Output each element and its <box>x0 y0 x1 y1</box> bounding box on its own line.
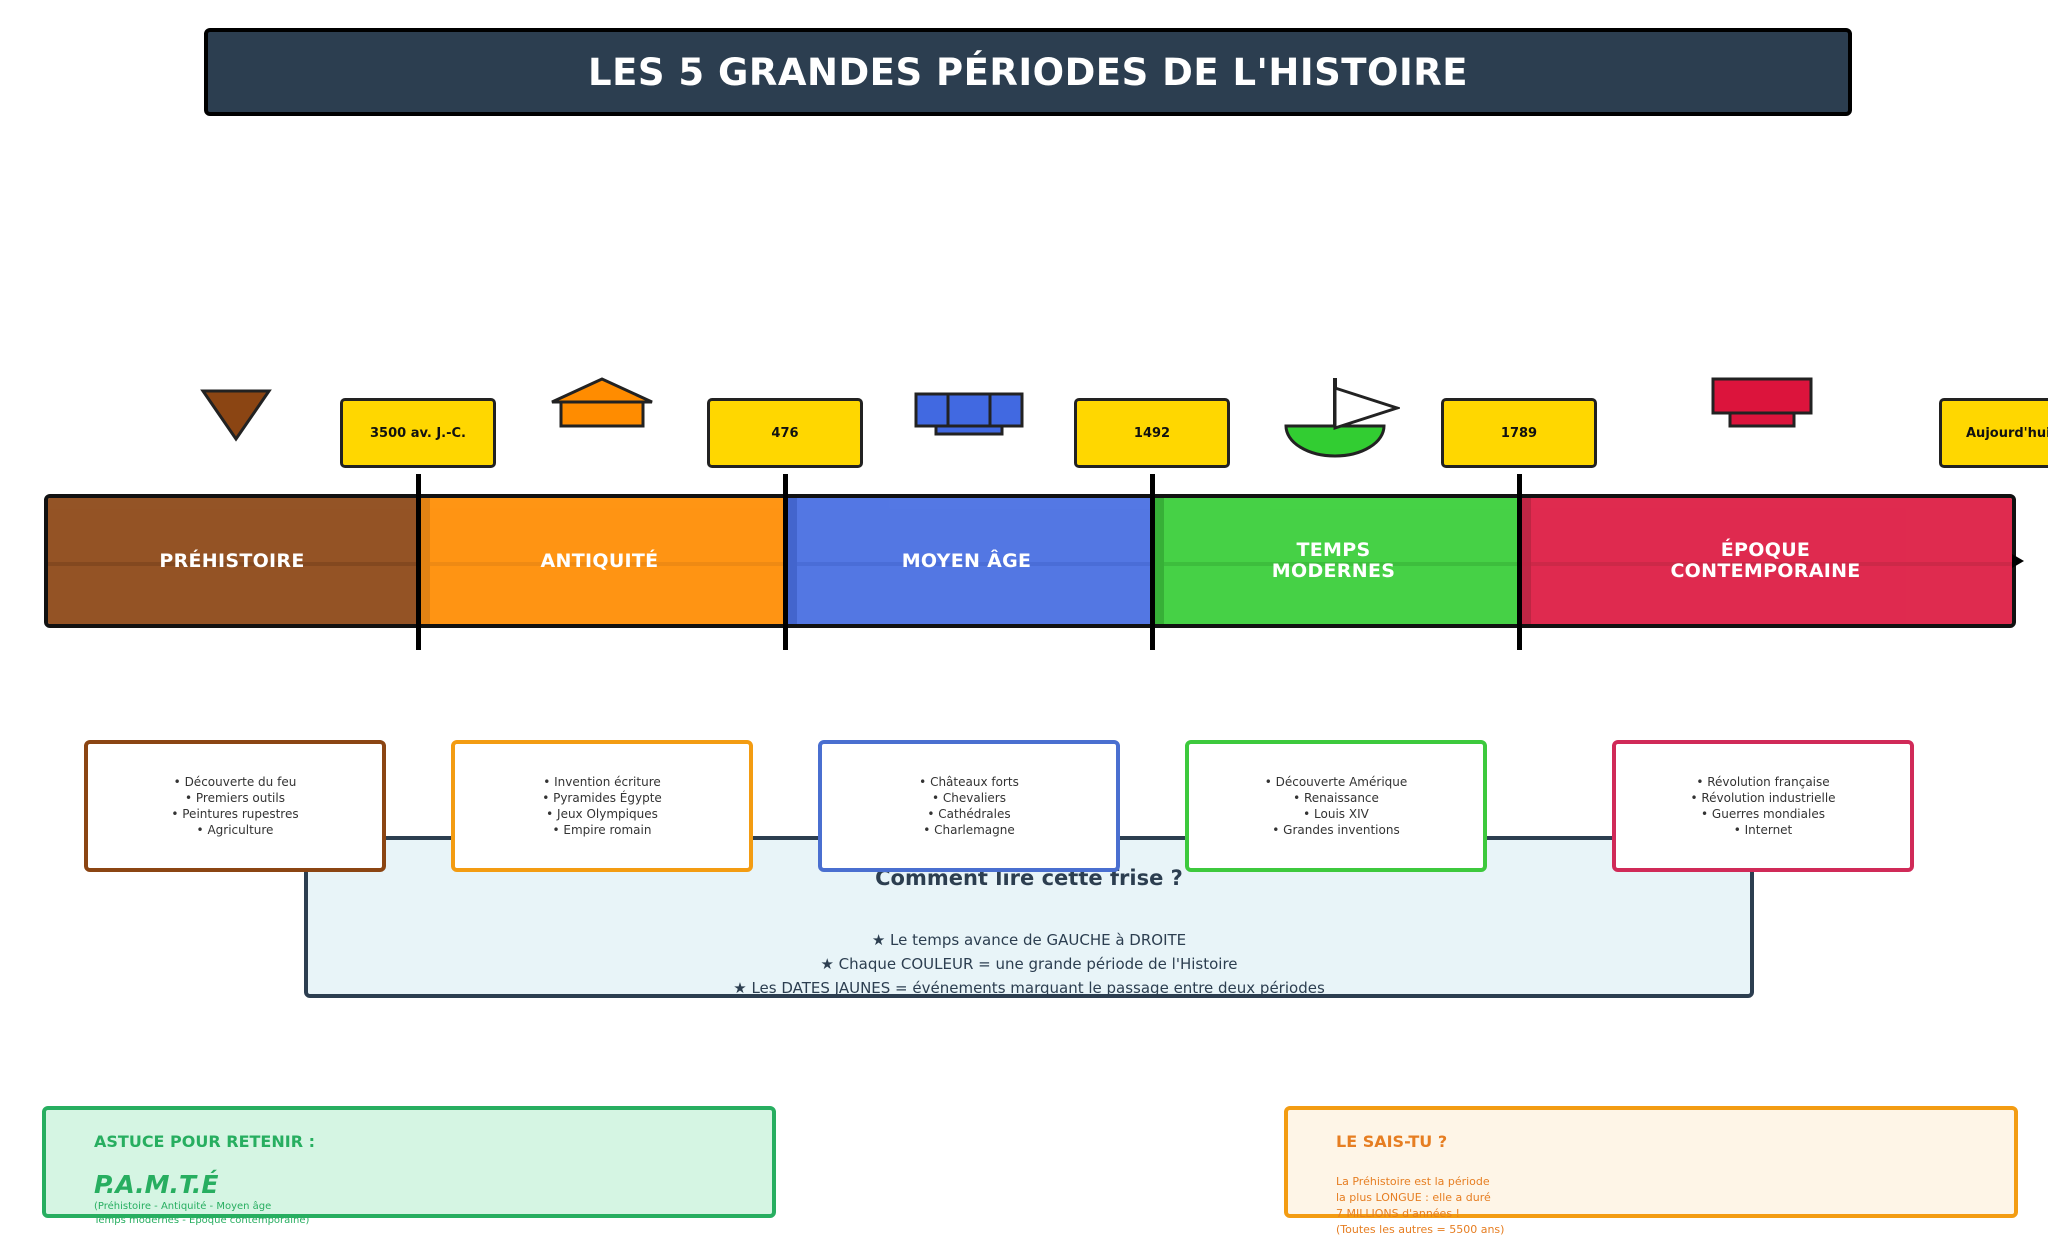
period-info-box-prehistoire: • Découverte du feu • Premiers outils • … <box>84 740 386 872</box>
fun-fact-heading: LE SAIS-TU ? <box>1336 1132 1448 1151</box>
how-to-read-line: ★ Chaque COULEUR = une grande période de… <box>820 955 1238 973</box>
tip-box: ASTUCE POUR RETENIR : P.A.M.T.É (Préhist… <box>42 1106 776 1226</box>
period-info-box-temps-modernes: • Découverte Amérique • Renaissance • Lo… <box>1185 740 1487 872</box>
period-info-box-antiquite: • Invention écriture • Pyramides Égypte … <box>451 740 753 872</box>
period-segment-temps-modernes: TEMPS MODERNES <box>1150 498 1517 624</box>
fact-item: • Cathédrales <box>927 807 1011 821</box>
sailboat-icon <box>1284 378 1400 458</box>
temple-icon <box>551 377 653 428</box>
fact-item: • Découverte Amérique <box>1264 775 1408 789</box>
timeline-arrow-icon <box>2012 554 2024 568</box>
page-title: LES 5 GRANDES PÉRIODES DE L'HISTOIRE <box>588 50 1468 94</box>
period-segment-epoque-contemporaine: ÉPOQUE CONTEMPORAINE <box>1517 498 2012 624</box>
fact-item: • Révolution industrielle <box>1690 791 1836 805</box>
period-segment-antiquite: ANTIQUITÉ <box>416 498 783 624</box>
title-banner: LES 5 GRANDES PÉRIODES DE L'HISTOIRE <box>204 28 1852 116</box>
fact-item: • Pyramides Égypte <box>542 791 662 805</box>
date-box: Aujourd'hui <box>1939 398 2048 468</box>
fact-item: • Révolution française <box>1696 775 1830 789</box>
how-to-read-line: ★ Les DATES JAUNES = événements marquant… <box>733 979 1325 997</box>
period-segment-moyen-age: MOYEN ÂGE <box>783 498 1150 624</box>
boundary-tick <box>1150 474 1155 650</box>
fun-fact-box: LE SAIS-TU ? La Préhistoire est la pério… <box>1284 1106 2018 1236</box>
fact-item: • Internet <box>1733 823 1793 837</box>
fact-item: • Châteaux forts <box>919 775 1019 789</box>
factory-icon <box>1711 377 1813 428</box>
fact-item: • Chevaliers <box>932 791 1006 805</box>
fact-item: • Jeux Olympiques <box>546 807 658 821</box>
date-box: 1492 <box>1074 398 1230 468</box>
tip-detail: (Préhistoire - Antiquité - Moyen âge Tem… <box>94 1201 310 1226</box>
period-label: ÉPOQUE CONTEMPORAINE <box>1670 539 1861 582</box>
fact-item: • Grandes inventions <box>1272 823 1400 837</box>
tip-heading: ASTUCE POUR RETENIR : <box>94 1132 315 1151</box>
boundary-tick <box>416 474 421 650</box>
how-to-read-line: ★ Le temps avance de GAUCHE à DROITE <box>871 931 1187 949</box>
fact-item: • Charlemagne <box>923 823 1015 837</box>
fact-item: • Renaissance <box>1293 791 1379 805</box>
fact-item: • Louis XIV <box>1303 807 1369 821</box>
period-segment-prehistoire: PRÉHISTOIRE <box>48 498 416 624</box>
period-label: PRÉHISTOIRE <box>159 549 305 572</box>
fact-item: • Guerres mondiales <box>1701 807 1825 821</box>
fact-item: • Agriculture <box>196 823 274 837</box>
period-info-box-moyen-age: • Châteaux forts • Chevaliers • Cathédra… <box>818 740 1120 872</box>
tip-acronym: P.A.M.T.É <box>94 1170 219 1199</box>
date-box: 3500 av. J.-C. <box>340 398 496 468</box>
fact-item: • Premiers outils <box>185 791 285 805</box>
boundary-tick <box>783 474 788 650</box>
period-info-box-epoque-contemporaine: • Révolution française • Révolution indu… <box>1612 740 1914 872</box>
period-label: ANTIQUITÉ <box>540 549 659 572</box>
period-label: TEMPS MODERNES <box>1271 539 1396 582</box>
fact-item: • Peintures rupestres <box>171 807 299 821</box>
date-box: 476 <box>707 398 863 468</box>
period-label: MOYEN ÂGE <box>901 549 1032 572</box>
castle-icon <box>914 392 1024 436</box>
stone-arrowhead-icon <box>200 389 272 442</box>
fact-item: • Empire romain <box>552 823 652 837</box>
boundary-tick <box>1517 474 1522 650</box>
fact-item: • Invention écriture <box>543 775 661 789</box>
date-box: 1789 <box>1441 398 1597 468</box>
fun-fact-text: La Préhistoire est la période la plus LO… <box>1336 1175 1505 1236</box>
timeline-band: PRÉHISTOIRE ANTIQUITÉ MOYEN ÂGE TEMPS MO… <box>44 494 2016 628</box>
fact-item: • Découverte du feu <box>173 775 297 789</box>
